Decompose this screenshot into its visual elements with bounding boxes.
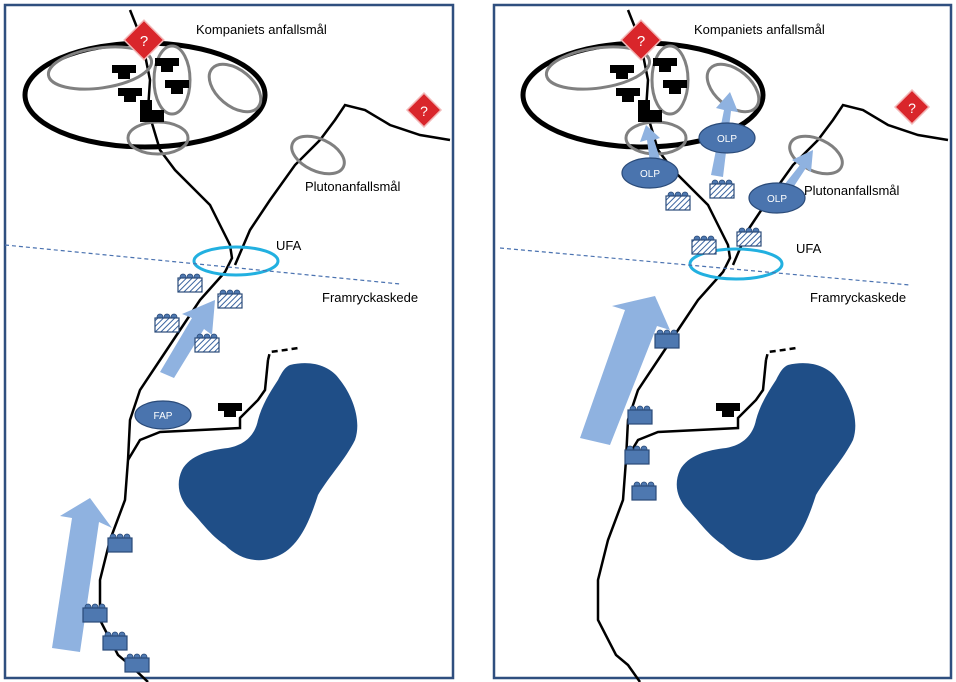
enemy-vehicle <box>118 88 142 102</box>
fap-point <box>134 400 192 430</box>
friendly-unit <box>107 533 133 553</box>
enemy-vehicle <box>165 80 189 94</box>
friendly-unit-engaged <box>709 179 735 199</box>
enemy-vehicles <box>112 58 242 417</box>
unknown-marker-label: ? <box>420 103 428 119</box>
olp-point <box>698 122 756 154</box>
unknown-marker: ? <box>405 91 443 129</box>
unknown-marker: ? <box>123 19 165 61</box>
advance-phase-label: Framryckaskede <box>810 290 906 305</box>
trail <box>266 346 299 361</box>
advance-arrow <box>580 296 670 445</box>
olp-point-label: OLP <box>717 134 737 145</box>
enemy-vehicle <box>112 65 136 79</box>
company-objective-label: Kompaniets anfallsmål <box>694 22 825 37</box>
platoon-objective-label: Plutonanfallsmål <box>305 179 400 194</box>
enemy-bunker <box>140 100 164 122</box>
friendly-unit-engaged <box>194 333 220 353</box>
platoon-objective-ring <box>290 134 346 176</box>
enemy-vehicle <box>663 80 687 94</box>
phase-line <box>4 244 401 285</box>
enemy-bunker <box>638 100 662 122</box>
company-objective-label: Kompaniets anfallsmål <box>196 22 327 37</box>
objective-ring <box>207 62 263 114</box>
lake-road <box>624 359 768 461</box>
lake <box>178 363 358 561</box>
lake <box>676 363 856 561</box>
enemy-vehicle <box>716 403 740 417</box>
trail <box>764 346 797 361</box>
ufa-label: UFA <box>796 241 822 256</box>
objective-ring <box>152 44 192 116</box>
main-road <box>596 9 732 682</box>
olp-point <box>748 182 806 214</box>
objective-ring <box>705 62 761 114</box>
phase-line <box>499 247 911 286</box>
friendly-unit <box>82 603 108 623</box>
unknown-marker: ? <box>893 88 931 126</box>
platoon-objective-label: Plutonanfallsmål <box>804 183 899 198</box>
enemy-vehicle <box>610 65 634 79</box>
enemy-vehicle <box>616 88 640 102</box>
unknown-marker: ? <box>620 19 662 61</box>
friendly-unit <box>124 653 150 673</box>
enemy-vehicles <box>610 58 740 417</box>
ufa-label: UFA <box>276 238 302 253</box>
objective-ring <box>544 45 652 91</box>
friendly-unit-engaged <box>217 289 243 309</box>
enemy-vehicle <box>218 403 242 417</box>
olp-point <box>621 157 679 189</box>
friendly-unit-engaged <box>154 313 180 333</box>
objective-ring <box>46 45 154 91</box>
main-road <box>98 9 234 682</box>
advance-phase-label: Framryckaskede <box>322 290 418 305</box>
friendly-units <box>624 179 762 501</box>
friendly-unit-engaged <box>177 273 203 293</box>
olp-point-label: OLP <box>767 194 787 205</box>
friendly-unit-engaged <box>736 227 762 247</box>
ufa-ring <box>688 247 784 281</box>
unknown-marker-label: ? <box>140 33 148 50</box>
advance-arrow <box>160 300 215 378</box>
ufa-ring <box>192 245 280 277</box>
friendly-unit <box>631 481 657 501</box>
lake-road <box>126 359 270 461</box>
friendly-unit <box>102 631 128 651</box>
side-road <box>233 103 451 266</box>
unknown-marker-label: ? <box>637 33 645 50</box>
friendly-unit-engaged <box>665 191 691 211</box>
advance-arrow <box>52 498 112 652</box>
enemy-vehicle <box>155 58 179 72</box>
right-panel: ? ? OLP OLP OLP Kompaniets anfallsmål Pl… <box>492 3 953 682</box>
friendly-unit <box>624 445 650 465</box>
unknown-marker-label: ? <box>908 100 916 116</box>
friendly-units <box>82 273 243 673</box>
olp-point-label: OLP <box>640 169 660 180</box>
fap-point-label: FAP <box>154 411 173 422</box>
friendly-unit <box>654 329 680 349</box>
objective-ring <box>650 44 690 116</box>
enemy-vehicle <box>653 58 677 72</box>
left-panel: ? ? FAP Kompaniets anfallsmål Plutonanfa… <box>3 3 455 682</box>
friendly-unit-engaged <box>691 235 717 255</box>
friendly-unit <box>627 405 653 425</box>
